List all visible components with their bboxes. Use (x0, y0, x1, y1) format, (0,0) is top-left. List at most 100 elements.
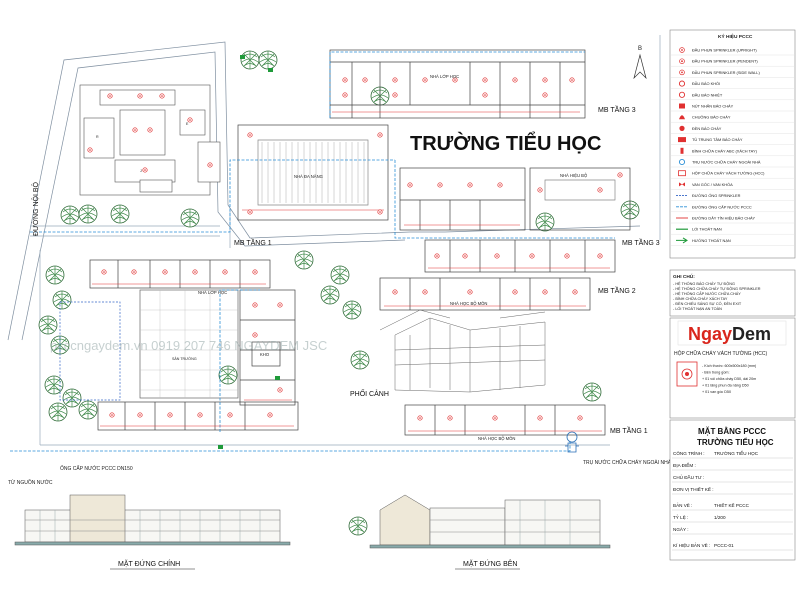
titleblock-heading-2: TRƯỜNG TIỂU HỌC (697, 438, 774, 447)
legend-row: BÌNH CHỮA CHÁY ABC (XÁCH TAY) (670, 147, 795, 157)
legend-label: ĐƯỜNG ỐNG CẤP NƯỚC PCCC (692, 204, 752, 209)
room-headmaster: NHÀ HIỆU BỘ (560, 173, 588, 178)
titleblock-key: TỶ LỆ : (673, 513, 688, 520)
titleblock-key: CHỦ ĐẦU TƯ : (673, 474, 704, 480)
hcc-spec-line: - Bên trong gồm: (702, 371, 729, 375)
legend-label: VAN GÓC / VAN KHÓA (692, 182, 733, 187)
level-label-t3a: MB TẦNG 3 (598, 104, 636, 114)
hcc-title: HỘP CHỮA CHÁY VÁCH TƯỜNG (HCC) (674, 350, 767, 357)
note-item: - HỆ THỐNG BÁO CHÁY TỰ ĐỘNG (673, 281, 735, 286)
legend-items: ĐẦU PHUN SPRINKLER (UPRIGHT) ĐẦU PHUN SPR… (670, 47, 795, 246)
legend-label: ĐÈN BÁO CHÁY (692, 126, 722, 131)
drawing-title: TRƯỜNG TIỂU HỌC (410, 131, 601, 155)
legend-bell-icon (679, 115, 685, 120)
notes-title: GHI CHÚ: (673, 273, 695, 280)
legend-label: ĐƯỜNG DÂY TÍN HIỆU BÁO CHÁY (692, 216, 756, 221)
legend-greenarr-icon (676, 237, 688, 244)
fire-devices (101, 55, 623, 449)
legend-label: ĐẦU BÁO NHIỆT (692, 92, 723, 97)
note-item: - LỐI THOÁT NẠN AN TOÀN (673, 306, 722, 311)
legend-row: ĐẦU BÁO KHÓI (670, 80, 795, 89)
legend-label: TỦ TRUNG TÂM BÁO CHÁY (692, 137, 743, 142)
front-elevation (14, 494, 291, 546)
svg-text:E: E (186, 122, 189, 126)
legend-row: ĐẦU PHUN SPRINKLER (SIDE WALL) (670, 69, 795, 78)
watermark: pcccngaydem.vn 0919 207 746 NGAYDEM JSC (50, 338, 327, 353)
legend-label: HƯỚNG THOÁT NẠN (692, 238, 731, 243)
svg-text:J: J (140, 169, 142, 173)
legend-label: ĐẦU BÁO KHÓI (692, 81, 720, 86)
svg-text:R: R (96, 135, 99, 139)
level-label-t2: MB TẦNG 2 (598, 285, 636, 295)
legend-hyd-icon (678, 158, 686, 166)
room-classroom-mid: NHÀ LỚP HỌC (198, 290, 227, 295)
legend-label: ĐẦU PHUN SPRINKLER (SIDE WALL) (692, 70, 760, 75)
hcc-spec-line: + 01 lăng phun đa năng D50 (702, 384, 749, 388)
legend-row: HƯỚNG THOÁT NẠN (670, 237, 795, 246)
note-item: - BÌNH CHỮA CHÁY XÁCH TAY (673, 296, 728, 301)
note-item: - ĐÈN CHIẾU SÁNG SỰ CỐ, ĐÈN EXIT (673, 301, 742, 306)
legend-lamp-icon (679, 125, 685, 131)
note-item: - HỆ THỐNG CẤP NƯỚC CHỮA CHÁY (673, 291, 741, 296)
hcc-cabinet-icon (676, 361, 698, 387)
note-item: - HỆ THỐNG CHỮA CHÁY TỰ ĐỘNG SPRINKLER (673, 286, 761, 291)
pipe-source-label: TỪ NGUỒN NƯỚC (8, 479, 53, 486)
room-subject-low: NHÀ HỌC BỘ MÔN (478, 436, 515, 441)
titleblock-row: CHỦ ĐẦU TƯ : (672, 474, 793, 483)
legend-label: BÌNH CHỮA CHÁY ABC (XÁCH TAY) (692, 148, 758, 153)
legend-row: ĐƯỜNG ỐNG CẤP NƯỚC PCCC (670, 204, 795, 213)
legend-sp-icon (679, 47, 685, 53)
legend-row: HỘP CHỮA CHÁY VÁCH TƯỜNG (HCC) (670, 170, 795, 179)
legend-row: ĐẦU PHUN SPRINKLER (UPRIGHT) (670, 47, 795, 56)
titleblock-row: KÍ HIỆU BẢN VẼ : PCCC-01 (672, 541, 793, 551)
yard-hatch (140, 290, 238, 398)
perspective-sketch (379, 309, 546, 393)
legend-label: NÚT NHẤN BÁO CHÁY (692, 104, 734, 109)
room-yard: SÂN TRƯỜNG (172, 356, 197, 361)
legend-ext-icon (680, 147, 684, 154)
legend-label: LỐI THOÁT NẠN (692, 227, 722, 232)
titleblock-value: TRƯỜNG TIỂU HỌC (714, 450, 759, 456)
courtyard-block: R K E J (79, 84, 221, 196)
buildings (59, 49, 631, 436)
room-subject-mid: NHÀ HỌC BỘ MÔN (450, 301, 487, 306)
legend-row: ĐẦU BÁO NHIỆT (670, 91, 795, 101)
legend-label: TRỤ NƯỚC CHỮA CHÁY NGOÀI NHÀ (692, 160, 761, 165)
road-label: ĐƯỜNG NỘI BỘ (31, 181, 40, 236)
legend-sp-icon (679, 69, 685, 76)
fire-pipe-network (10, 51, 615, 452)
pipe-main-label: ỐNG CẤP NƯỚC PCCC DN150 (60, 465, 133, 472)
titleblock-value: THIẾT KẾ PCCC (714, 502, 750, 508)
legend-row: ĐÈN BÁO CHÁY (670, 125, 795, 134)
legend-panel-icon (678, 137, 686, 143)
titleblock-key: NGÀY : (673, 526, 689, 532)
titleblock-key: KÍ HIỆU BẢN VẼ : (673, 541, 710, 548)
site-roads (7, 35, 661, 446)
legend-row: CHUÔNG BÁO CHÁY (670, 115, 795, 123)
titleblock-row: NGÀY : (672, 526, 793, 535)
hydrant-label-text: TRỤ NƯỚC CHỮA CHÁY NGOÀI NHÀ (583, 459, 672, 466)
brand-logo: NgayDem (688, 324, 771, 344)
brand-logo-right: Dem (732, 324, 771, 344)
titleblock-value: 1/200 (714, 515, 726, 520)
brand-logo-box (677, 320, 787, 346)
titleblock-key: CÔNG TRÌNH : (673, 450, 705, 456)
legend-row: TRỤ NƯỚC CHỮA CHÁY NGOÀI NHÀ (670, 158, 795, 168)
legend-row: LỐI THOÁT NẠN (670, 227, 795, 235)
legend-row: TỦ TRUNG TÂM BÁO CHÁY (670, 137, 795, 145)
legend-ring-icon (678, 91, 686, 98)
front-elevation-label: MẶT ĐỨNG CHÍNH (118, 559, 180, 568)
legend-row: ĐẦU PHUN SPRINKLER (PENDENT) (670, 58, 795, 67)
legend-label: ĐẦU PHUN SPRINKLER (PENDENT) (692, 59, 758, 64)
level-label-t3b: MB TẦNG 3 (622, 237, 660, 247)
north-arrow-label: B (638, 46, 642, 52)
room-store: KHO (260, 352, 270, 357)
titleblock-row: TỶ LỆ : 1/200 (672, 513, 793, 523)
brand-logo-left: Ngay (688, 324, 732, 344)
hydrant-label: TRỤ NƯỚC CHỮA CHÁY NGOÀI NHÀ (583, 459, 672, 466)
legend-row: NÚT NHẤN BÁO CHÁY (670, 103, 795, 112)
level-label-t1a: MB TẦNG 1 (234, 237, 272, 247)
titleblock-value: PCCC-01 (714, 543, 734, 548)
